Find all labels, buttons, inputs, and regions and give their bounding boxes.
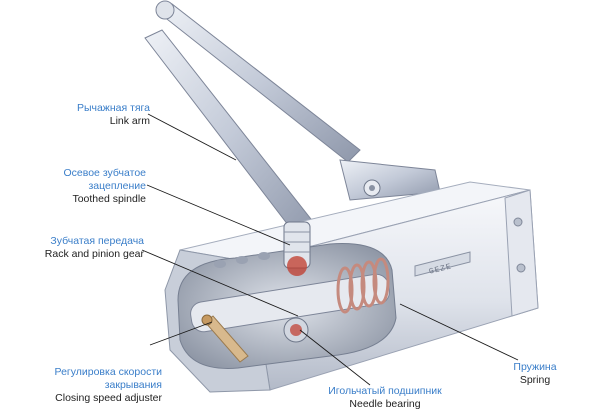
label-toothed-spindle-ru1: Осевое зубчатое: [63, 167, 147, 179]
label-speed-adjuster-en: Closing speed adjuster: [55, 392, 162, 404]
label-link-arm-ru: Рычажная тяга: [76, 102, 150, 114]
label-toothed-spindle: Осевое зубчатое зацепление Toothed spind…: [30, 167, 147, 206]
label-rack-pinion-en: Rack and pinion gear: [44, 248, 144, 260]
label-spring-en: Spring: [519, 374, 551, 386]
label-speed-adjuster-ru2: закрывания: [104, 379, 162, 391]
gear-icon: [287, 256, 307, 276]
label-rack-pinion-ru: Зубчатая передача: [50, 235, 144, 247]
label-link-arm-en: Link arm: [109, 115, 150, 127]
closer-body: GEZE: [164, 181, 539, 393]
label-spring: Пружина Spring: [495, 361, 575, 387]
leader-lines: [141, 113, 519, 386]
label-toothed-spindle-ru2: зацепление: [88, 180, 146, 192]
label-needle-bearing-ru: Игольчатый подшипник: [328, 385, 442, 397]
label-needle-bearing: Игольчатый подшипник Needle bearing: [320, 385, 450, 411]
link-arm-upper: [155, 0, 441, 201]
label-toothed-spindle-en: Toothed spindle: [72, 193, 146, 205]
spring-coil-icon: [336, 257, 390, 314]
label-rack-pinion: Зубчатая передача Rack and pinion gear: [28, 235, 144, 261]
label-needle-bearing-en: Needle bearing: [349, 398, 421, 410]
label-link-arm: Рычажная тяга Link arm: [40, 102, 150, 128]
label-spring-ru: Пружина: [513, 361, 557, 373]
label-speed-adjuster: Регулировка скорости закрывания Closing …: [20, 366, 162, 405]
label-speed-adjuster-ru1: Регулировка скорости: [54, 366, 162, 378]
